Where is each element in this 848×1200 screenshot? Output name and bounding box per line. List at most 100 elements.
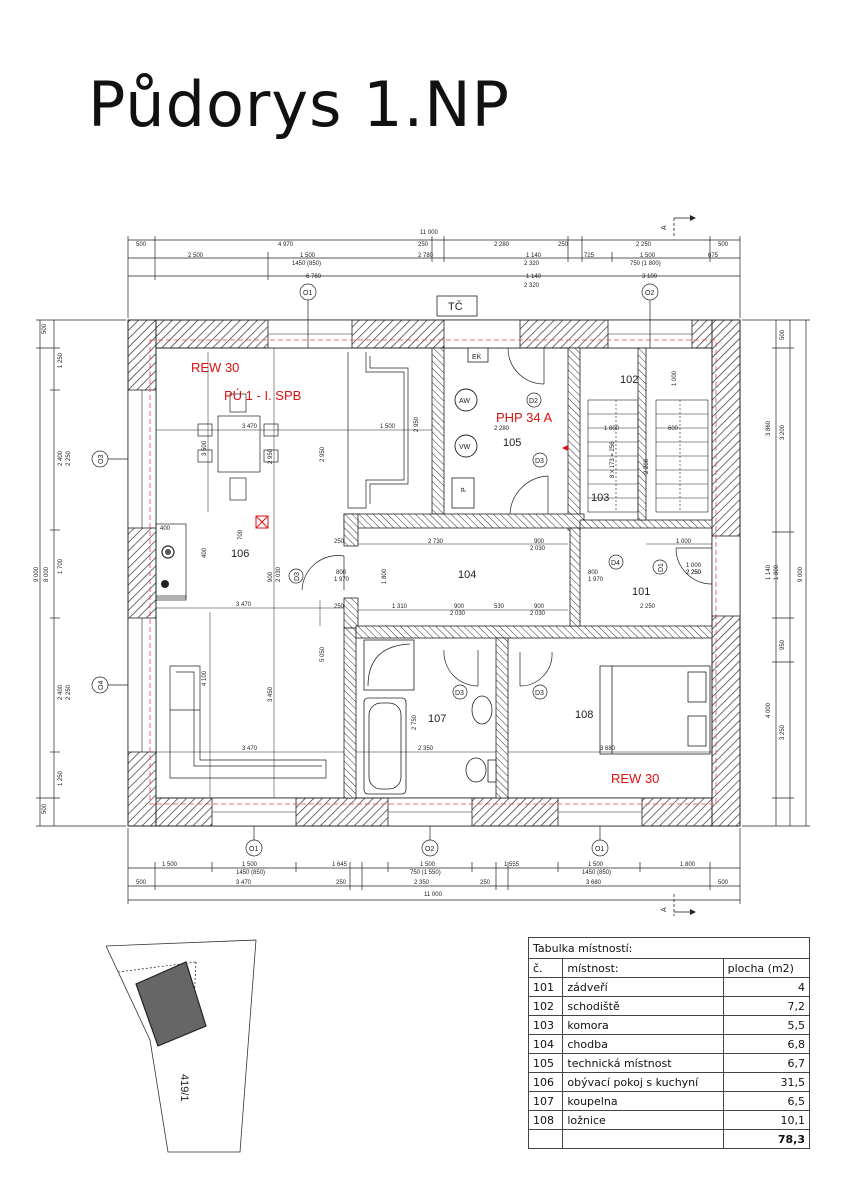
inner-dim: 2 950 — [268, 448, 274, 464]
boiler-icon — [454, 434, 478, 458]
inner-dim: 1 310 — [392, 604, 408, 610]
dim-top: 750 (1 800) — [630, 261, 661, 267]
cell-room: schodiště — [562, 996, 724, 1016]
dim-top: 2 250 — [636, 242, 652, 248]
inner-dim: 900 — [534, 604, 545, 610]
door-tag-d3: D3 — [535, 458, 544, 465]
stove-center-icon — [165, 549, 171, 555]
kitchen-counter — [155, 352, 409, 601]
door-tag-d4: D4 — [611, 560, 620, 567]
door-tag-d3-bed: D3 — [535, 690, 544, 697]
inner-dimension-lines — [156, 348, 712, 798]
dim-top: 500 — [718, 242, 729, 248]
dim-left: 500 — [42, 803, 48, 814]
inner-dim: 2 250 — [686, 570, 702, 576]
vw-label: VW — [459, 444, 471, 451]
dim-bottom: 250 — [336, 880, 347, 886]
inner-dim: 2 030 — [450, 611, 466, 617]
fire-rating-rew-bottom: REW 30 — [611, 771, 659, 786]
door-tag-d3-bath: D3 — [455, 690, 464, 697]
dim-left: 1 700 — [58, 558, 64, 574]
page-title: Půdorys 1.NP — [88, 68, 510, 141]
dim-left: 1 250 — [58, 352, 64, 368]
dim-right: 500 — [780, 329, 786, 340]
p-label: P — [461, 487, 468, 492]
window-tag-o3: O3 — [98, 455, 105, 464]
dim-bottom: 3 470 — [236, 880, 252, 886]
inner-dim: 3 470 — [242, 424, 258, 430]
dining-table — [197, 393, 279, 501]
inner-dim: 3 680 — [600, 746, 616, 752]
dim-bottom: 1 500 — [588, 862, 604, 868]
cell-area: 10,1 — [722, 1110, 811, 1130]
bed — [599, 665, 711, 755]
inner-dim: 2 250 — [640, 604, 656, 610]
dim-top: 500 — [136, 242, 147, 248]
inner-dim: 530 — [494, 604, 505, 610]
extinguisher-marker-icon — [562, 445, 568, 451]
dim-top: 1450 (850) — [292, 261, 321, 267]
staircase — [587, 399, 709, 513]
window-tag-o1: O1 — [303, 290, 312, 297]
top-dimensions — [127, 236, 741, 318]
cell-number: 102 — [527, 996, 564, 1016]
inner-dim: 250 — [334, 604, 345, 610]
inner-dim: 2 030 — [530, 546, 546, 552]
inner-dim: 2 950 — [320, 446, 326, 462]
cell-number: 107 — [527, 1091, 564, 1111]
dim-right: 3 200 — [780, 424, 786, 440]
inner-dim: 400 — [160, 526, 171, 532]
dim-left: 2 400 — [58, 684, 64, 700]
inner-dim: 3 470 — [236, 602, 252, 608]
room-table-caption: Tabulka místností: — [528, 937, 810, 959]
cell-room: zádveří — [562, 977, 724, 997]
dim-right: 4 000 — [766, 702, 772, 718]
inner-dim: 2 350 — [418, 746, 434, 752]
inner-dim: 900 — [454, 604, 465, 610]
svg-text:A: A — [661, 907, 668, 912]
room-103-label: 103 — [591, 492, 609, 504]
smoke-detector-icon — [255, 515, 269, 529]
cell-empty — [527, 1129, 564, 1149]
dim-left: 9 000 — [34, 566, 40, 582]
inner-dim: 1 800 — [604, 426, 620, 432]
dim-right: 1 800 — [774, 564, 780, 580]
ek-box — [467, 347, 489, 363]
door-tag-d3-living: D3 — [294, 572, 301, 581]
dim-top: 1 500 — [640, 253, 656, 259]
cell-number: 108 — [527, 1110, 564, 1130]
room-104-label: 104 — [458, 569, 476, 581]
inner-dim: 1 800 — [382, 568, 388, 584]
heat-pump-label: TČ — [448, 300, 463, 313]
dim-right: 1 140 — [766, 564, 772, 580]
room-107-label: 107 — [428, 713, 446, 725]
aw-label: AW — [459, 398, 470, 405]
inner-dim: 250 — [334, 539, 345, 545]
cell-room: komora — [562, 1015, 724, 1035]
doors — [301, 347, 713, 687]
fire-zone-boundary — [149, 339, 717, 805]
parcel-number: 419/1 — [178, 1074, 190, 1102]
dim-top: 2 320 — [524, 261, 540, 267]
inner-dim: 2 200 — [644, 458, 650, 474]
house-footprint — [135, 961, 207, 1047]
cell-area: 6,5 — [722, 1091, 811, 1111]
inner-dim: 3 450 — [268, 686, 274, 702]
dim-top: 2 500 — [188, 253, 204, 259]
inner-dim: 8 x 173 = 256 — [610, 441, 616, 478]
cell-area: 5,5 — [722, 1015, 811, 1035]
inner-dim: 2 750 — [412, 714, 418, 730]
dim-left: 2 400 — [58, 450, 64, 466]
dim-bottom: 500 — [718, 880, 729, 886]
dim-left: 1 250 — [58, 770, 64, 786]
heat-pump-box — [436, 295, 478, 317]
bathroom-fixtures — [363, 639, 497, 795]
section-marker-bottom: A — [661, 894, 696, 916]
inner-dim: 2 030 — [530, 611, 546, 617]
inner-dim: 5 050 — [320, 646, 326, 662]
